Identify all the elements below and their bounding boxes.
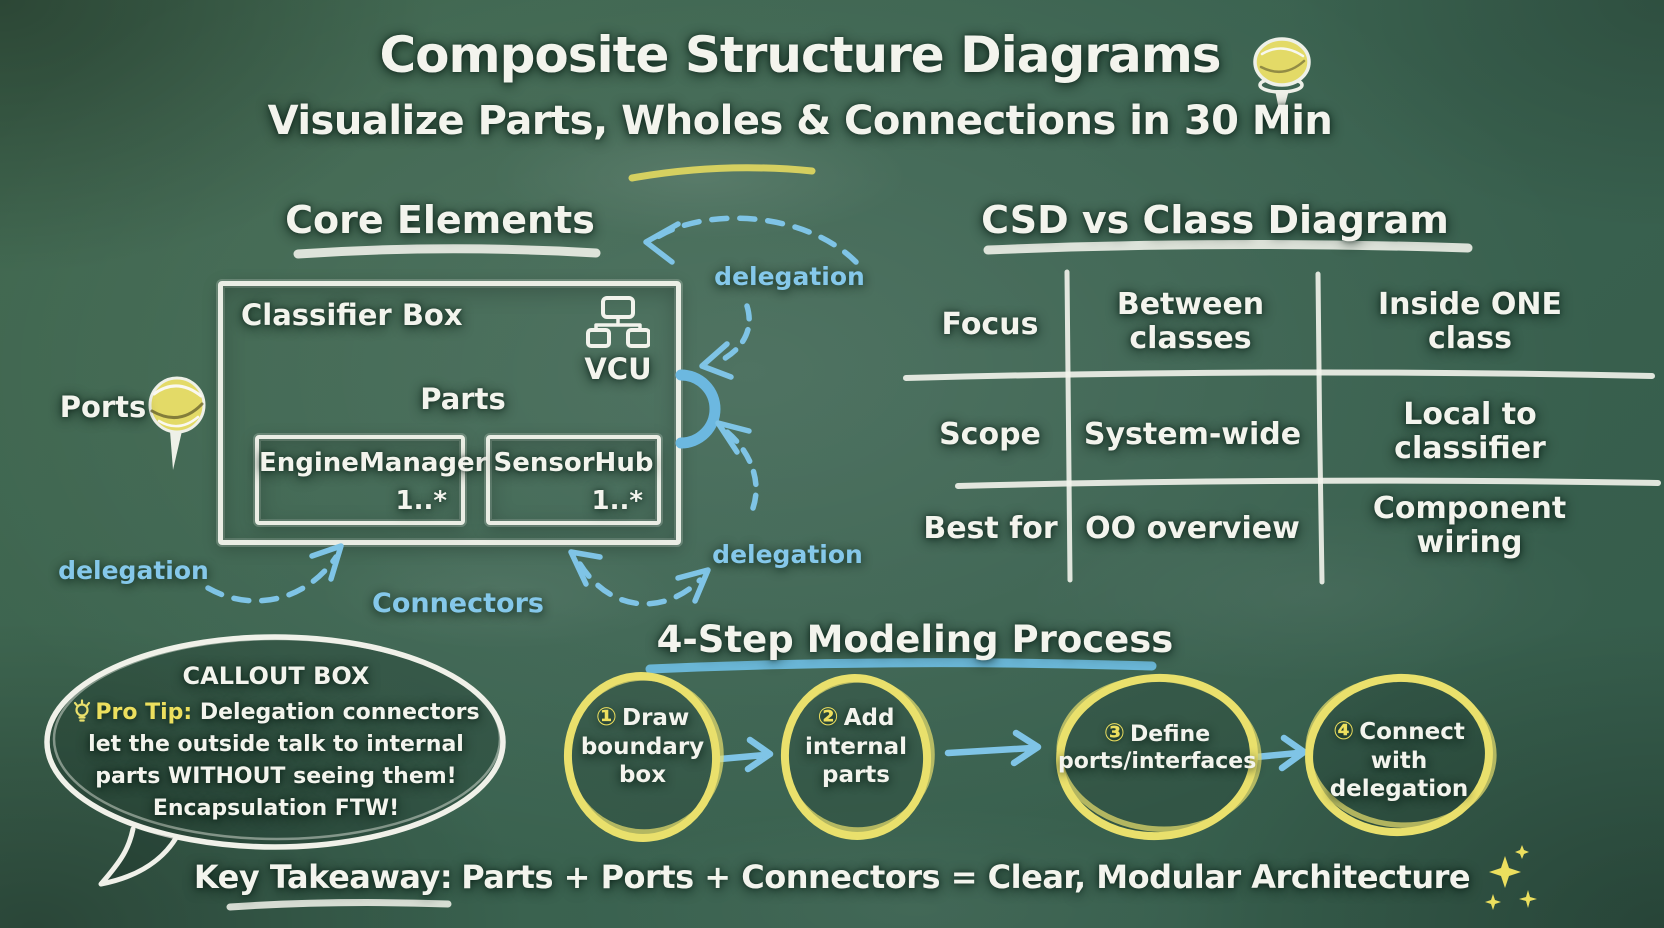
step-number: ④ bbox=[1333, 716, 1355, 745]
delegation-arrow-port-top bbox=[699, 341, 734, 380]
table-cell-scope-csd: Local to classifier bbox=[1394, 397, 1546, 466]
delegation-label-right: delegation bbox=[712, 540, 863, 569]
subtitle-underline bbox=[628, 164, 816, 182]
ports-pushpin-icon bbox=[148, 376, 206, 470]
part-multiplicity: 1..* bbox=[591, 486, 643, 516]
callout-body: Pro Tip: Delegation connectors let the o… bbox=[62, 697, 490, 793]
callout-box: CALLOUT BOX Pro Tip: Delegation connecto… bbox=[62, 662, 490, 825]
step-label: Add internal parts bbox=[805, 705, 907, 788]
delegation-arc-top bbox=[653, 215, 859, 265]
vcu-sitemap-icon bbox=[586, 296, 650, 350]
delegation-label-left: delegation bbox=[58, 556, 209, 585]
page-title: Composite Structure Diagrams bbox=[379, 26, 1221, 84]
parts-label: Parts bbox=[420, 382, 506, 416]
takeaway-underline bbox=[226, 899, 452, 911]
part-box-enginemanager: EngineManager 1..* bbox=[255, 435, 488, 525]
table-cell-scope: Scope bbox=[939, 417, 1041, 452]
csd-heading-underline bbox=[983, 239, 1473, 255]
step-number: ③ bbox=[1103, 718, 1126, 747]
process-arrow-2 bbox=[944, 729, 1042, 767]
step-label: Connect with delegation bbox=[1329, 719, 1469, 802]
ports-label: Ports bbox=[59, 390, 147, 424]
vcu-label: VCU bbox=[584, 352, 652, 386]
part-name: SensorHub bbox=[493, 448, 654, 478]
connector-arc-right bbox=[577, 561, 703, 607]
delegation-arrow-top bbox=[643, 221, 681, 265]
callout-title: CALLOUT BOX bbox=[182, 662, 370, 690]
part-multiplicity: 1..* bbox=[395, 486, 447, 516]
port-lollipop bbox=[675, 369, 721, 449]
table-cell-bestfor-csd: Component wiring bbox=[1372, 491, 1567, 560]
callout-closing: Encapsulation FTW! bbox=[152, 795, 400, 821]
table-cell-focus-class: Between classes bbox=[1116, 287, 1265, 356]
process-arrow-3 bbox=[1252, 734, 1308, 772]
part-name: EngineManager bbox=[259, 448, 488, 478]
callout-tip-label: Pro Tip: bbox=[95, 700, 193, 725]
connector-arrow-right-b bbox=[675, 567, 711, 604]
table-cell-focus-csd: Inside ONE class bbox=[1377, 287, 1563, 356]
step-number: ① bbox=[595, 702, 617, 731]
part-box-sensorhub: SensorHub 1..* bbox=[486, 435, 661, 525]
table-cell-bestfor-class: OO overview bbox=[1085, 511, 1300, 546]
table-cell-scope-class: System-wide bbox=[1083, 417, 1302, 452]
lightbulb-icon bbox=[74, 699, 91, 722]
table-cell-bestfor: Best for bbox=[923, 511, 1058, 546]
takeaway-text: Parts + Ports + Connectors = Clear, Modu… bbox=[461, 858, 1471, 896]
connectors-label: Connectors bbox=[372, 588, 544, 619]
process-heading-underline bbox=[645, 658, 1157, 674]
step-label: Draw boundary box bbox=[580, 705, 705, 788]
connector-arrow-right-a bbox=[568, 549, 603, 587]
callout-tip-text: Delegation connectors let the outside ta… bbox=[88, 700, 480, 789]
table-cell-focus: Focus bbox=[941, 307, 1039, 342]
csd-table-heading: CSD vs Class Diagram bbox=[981, 198, 1449, 242]
classifier-box: Classifier Box Parts EngineManager 1..* … bbox=[218, 281, 681, 545]
process-arrow-1 bbox=[716, 736, 774, 773]
page-subtitle: Visualize Parts, Wholes & Connections in… bbox=[267, 98, 1333, 144]
step-label: Define ports/interfaces bbox=[1058, 722, 1257, 774]
core-elements-underline bbox=[293, 244, 601, 259]
delegation-arc-to-port bbox=[713, 303, 752, 366]
key-takeaway: Key Takeaway:Parts + Ports + Connectors … bbox=[0, 858, 1664, 896]
step-number: ② bbox=[817, 702, 839, 731]
delegation-label-top: delegation bbox=[714, 262, 865, 291]
takeaway-prefix: Key Takeaway: bbox=[193, 858, 453, 896]
delegation-arrow-port-bottom bbox=[715, 420, 752, 455]
process-heading: 4-Step Modeling Process bbox=[656, 618, 1174, 661]
connector-arrow-left bbox=[309, 543, 344, 582]
core-elements-heading: Core Elements bbox=[285, 198, 595, 242]
classifier-box-label: Classifier Box bbox=[241, 298, 463, 332]
connector-arc-left bbox=[205, 554, 339, 604]
delegation-arc-from-port bbox=[723, 428, 759, 511]
